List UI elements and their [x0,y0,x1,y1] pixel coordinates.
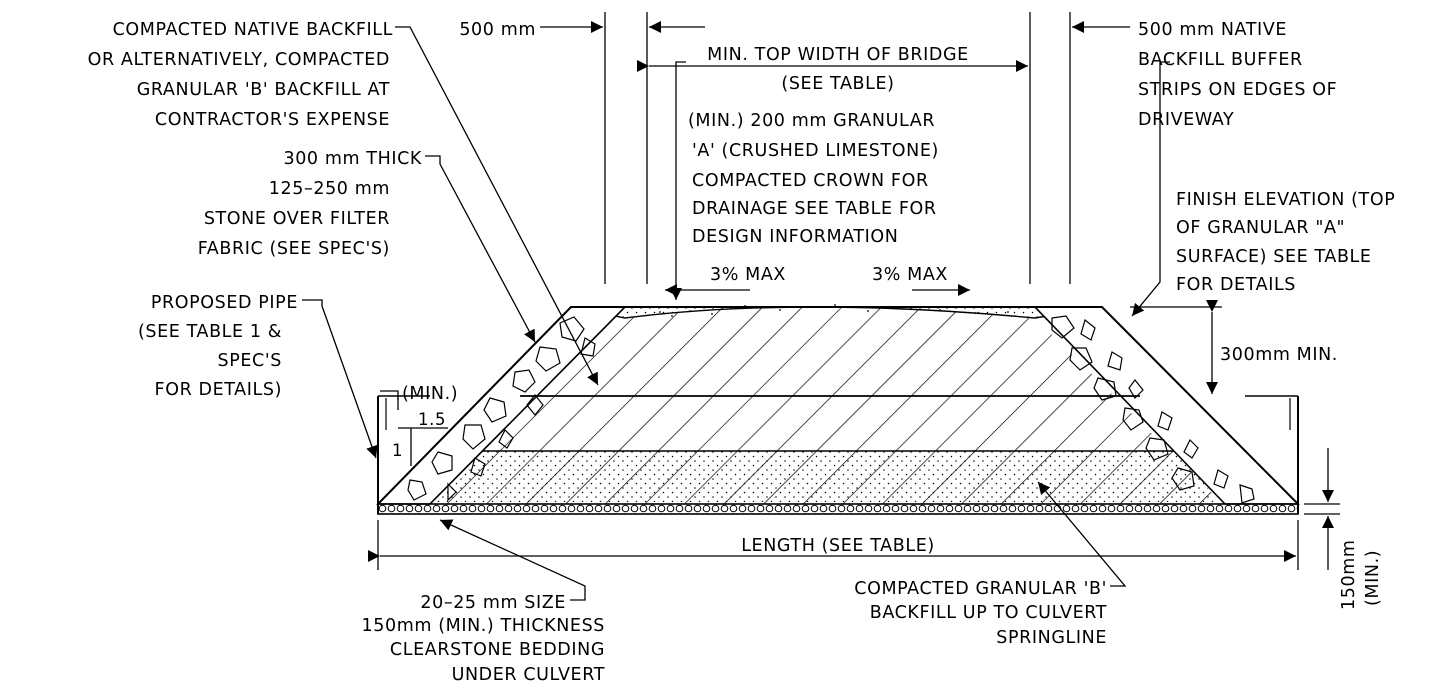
granular-b-note-1: COMPACTED GRANULAR 'B' [854,579,1107,599]
leader-lines [302,26,1170,601]
granular-a-note-5: DESIGN INFORMATION [692,227,899,247]
annotations: COMPACTED NATIVE BACKFILL OR ALTERNATIVE… [88,20,1395,685]
buffer-right-note-2: BACKFILL BUFFER [1138,50,1303,70]
clearstone-note-2: 150mm (MIN.) THICKNESS [362,616,605,636]
pipe-note-4: FOR DETAILS) [155,380,282,400]
slope-right-label: 3% MAX [872,265,948,285]
stone-note-2: 125–250 mm [269,179,390,199]
buffer-right-note-4: DRIVEWAY [1138,110,1234,130]
dimension-lines [368,12,1340,570]
granular-a-note-4: DRAINAGE SEE TABLE FOR [692,199,937,219]
pipe-note-2: (SEE TABLE 1 & [138,322,282,342]
finish-elevation-note-2: OF GRANULAR "A" [1176,218,1345,238]
clearstone-bedding [377,503,1299,515]
buffer-left-label: 500 mm [459,20,536,40]
clearstone-note-1: 20–25 mm SIZE [420,593,566,613]
pipe-note-1: PROPOSED PIPE [151,293,298,313]
crown-dots [659,304,1009,317]
length-label: LENGTH (SEE TABLE) [741,536,935,556]
finish-elevation-note-4: FOR DETAILS [1176,275,1296,295]
buffer-right-note-1: 500 mm NATIVE [1138,20,1287,40]
native-backfill-note-4: CONTRACTOR'S EXPENSE [155,110,390,130]
granular-b-note-3: SPRINGLINE [996,628,1107,648]
granular-a-note-1: (MIN.) 200 mm GRANULAR [688,111,935,131]
side-slope-min-label: (MIN.) [402,384,458,404]
cover-dimension-label: 300mm MIN. [1220,345,1338,365]
clearstone-note-4: UNDER CULVERT [452,665,605,685]
granular-b-dotted-zone [426,451,1220,502]
bedding-depth-label-2: (MIN.) [1363,550,1383,606]
stone-note-3: STONE OVER FILTER [204,209,390,229]
granular-a-note-2: 'A' (CRUSHED LIMESTONE) [692,141,939,161]
stone-rubble-texture [407,315,1255,504]
finish-elevation-note-1: FINISH ELEVATION (TOP [1176,190,1395,210]
top-width-label: MIN. TOP WIDTH OF BRIDGE [707,45,969,65]
top-width-see-table: (SEE TABLE) [781,74,894,94]
granular-a-note-3: COMPACTED CROWN FOR [692,171,929,191]
pipe-note-3: SPEC'S [218,351,282,371]
buffer-right-note-3: STRIPS ON EDGES OF [1138,80,1337,100]
native-backfill-note-1: COMPACTED NATIVE BACKFILL [113,20,393,40]
side-slope-rise-label: 1 [392,441,403,460]
native-backfill-note-3: GRANULAR 'B' BACKFILL AT [137,80,390,100]
side-slope-run-label: 1.5 [418,410,446,429]
stone-note-1: 300 mm THICK [283,149,422,169]
stone-note-4: FABRIC (SEE SPEC'S) [198,239,390,259]
native-backfill-note-2: OR ALTERNATIVELY, COMPACTED [88,50,390,70]
granular-b-note-2: BACKFILL UP TO CULVERT [870,603,1107,623]
clearstone-note-3: CLEARSTONE BEDDING [390,640,605,660]
finish-elevation-note-3: SURFACE) SEE TABLE [1176,247,1372,267]
embankment [376,306,1300,515]
bedding-depth-label-1: 150mm [1339,540,1359,611]
slope-left-label: 3% MAX [710,265,786,285]
